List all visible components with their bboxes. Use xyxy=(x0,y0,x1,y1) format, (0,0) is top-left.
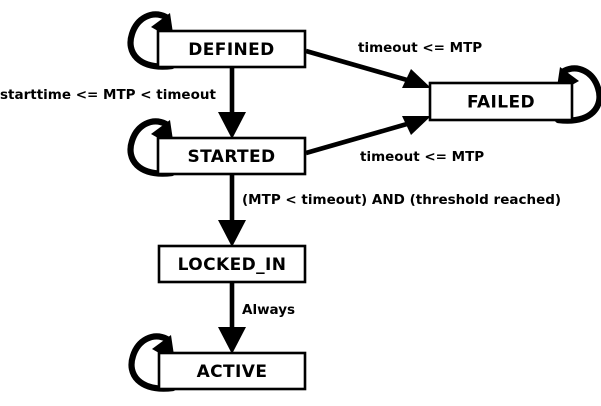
state-node-started[interactable]: STARTED xyxy=(156,136,307,176)
defined-to-failed-line xyxy=(305,48,415,85)
started-to-locked-in-arrowhead xyxy=(218,220,246,247)
started-to-failed-label: timeout <= MTP xyxy=(360,149,484,165)
active-self-loop-path xyxy=(128,333,177,392)
state-locked-in-label: LOCKED_IN xyxy=(178,255,287,275)
defined-to-started-label: starttime <= MTP < timeout xyxy=(0,87,216,103)
state-active-rect xyxy=(157,351,307,391)
state-defined-label: DEFINED xyxy=(188,40,274,60)
defined-to-started-arrowhead xyxy=(218,112,246,139)
state-started-rect xyxy=(156,136,307,176)
state-node-failed[interactable]: FAILED xyxy=(428,81,574,122)
failed-self-loop-path xyxy=(554,65,601,124)
started-to-failed-line xyxy=(305,119,415,156)
transition-locked-in-to-active[interactable]: Always xyxy=(218,282,295,354)
state-failed-label: FAILED xyxy=(467,93,535,113)
transition-defined-to-started[interactable]: starttime <= MTP < timeout xyxy=(0,67,246,139)
state-node-defined[interactable]: DEFINED xyxy=(156,29,307,69)
started-to-locked-in-label: (MTP < timeout) AND (threshold reached) xyxy=(242,192,561,208)
state-defined-rect xyxy=(156,29,307,69)
defined-to-failed-arrowhead xyxy=(402,69,431,88)
state-failed-rect xyxy=(428,81,574,122)
defined-to-failed-label: timeout <= MTP xyxy=(358,40,482,56)
state-node-locked-in[interactable]: LOCKED_IN xyxy=(157,244,307,284)
transition-started-to-locked-in[interactable]: (MTP < timeout) AND (threshold reached) xyxy=(218,174,561,247)
started-self-loop-path xyxy=(127,118,176,177)
transition-started-to-failed[interactable]: timeout <= MTP xyxy=(305,116,484,165)
state-active-label: ACTIVE xyxy=(197,362,268,382)
started-to-failed-arrowhead xyxy=(402,116,431,135)
state-started-label: STARTED xyxy=(187,147,275,167)
defined-self-loop-path xyxy=(127,11,176,70)
transition-defined-to-failed[interactable]: timeout <= MTP xyxy=(305,40,482,88)
locked-in-to-active-label: Always xyxy=(242,302,295,318)
locked-in-to-active-arrowhead xyxy=(218,327,246,354)
state-node-active[interactable]: ACTIVE xyxy=(157,351,307,391)
state-locked-in-rect xyxy=(157,244,307,284)
